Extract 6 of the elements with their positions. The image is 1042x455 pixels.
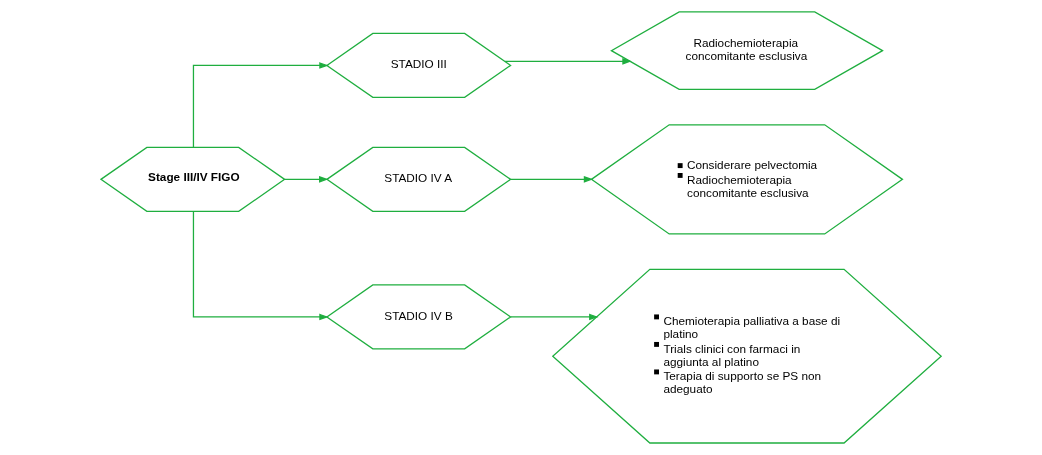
arrow <box>192 62 329 148</box>
arrow <box>504 58 632 65</box>
arrow <box>192 210 329 321</box>
arrow <box>509 313 599 321</box>
arrow <box>284 176 329 183</box>
arrow <box>509 176 594 183</box>
